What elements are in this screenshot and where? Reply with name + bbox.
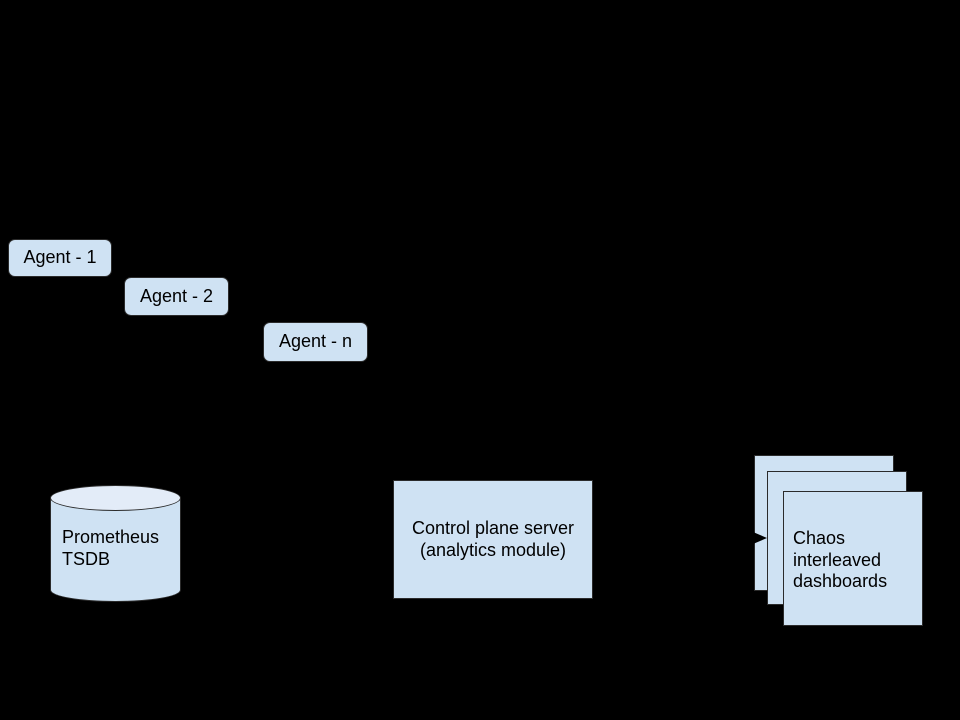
dashboards-label: Chaos interleaved dashboards xyxy=(793,528,887,593)
agent-1-label: Agent - 1 xyxy=(23,247,97,268)
agent-n-node: Agent - n xyxy=(263,322,368,362)
label-line: Control plane server xyxy=(411,518,575,538)
cylinder-top-ellipse xyxy=(50,485,181,511)
agent-n-label: Agent - n xyxy=(278,331,353,352)
label-line: Chaos xyxy=(793,528,846,548)
label-line: interleaved xyxy=(793,549,882,570)
prometheus-tsdb-label: Prometheus TSDB xyxy=(62,527,159,570)
arrowhead-right-icon xyxy=(753,532,767,544)
label-line: (analytics module) xyxy=(419,539,567,560)
label-line: Prometheus xyxy=(62,527,160,547)
agent-1-node: Agent - 1 xyxy=(8,239,112,277)
dashboard-page-front: Chaos interleaved dashboards xyxy=(783,491,923,626)
prometheus-tsdb-node: Prometheus TSDB xyxy=(50,485,181,602)
control-plane-node: Control plane server (analytics module) xyxy=(393,480,593,599)
label-line: dashboards xyxy=(793,571,888,591)
cylinder-body xyxy=(50,498,181,602)
agent-2-label: Agent - 2 xyxy=(139,285,214,306)
label-line: TSDB xyxy=(62,548,111,569)
agent-2-node: Agent - 2 xyxy=(124,277,229,316)
